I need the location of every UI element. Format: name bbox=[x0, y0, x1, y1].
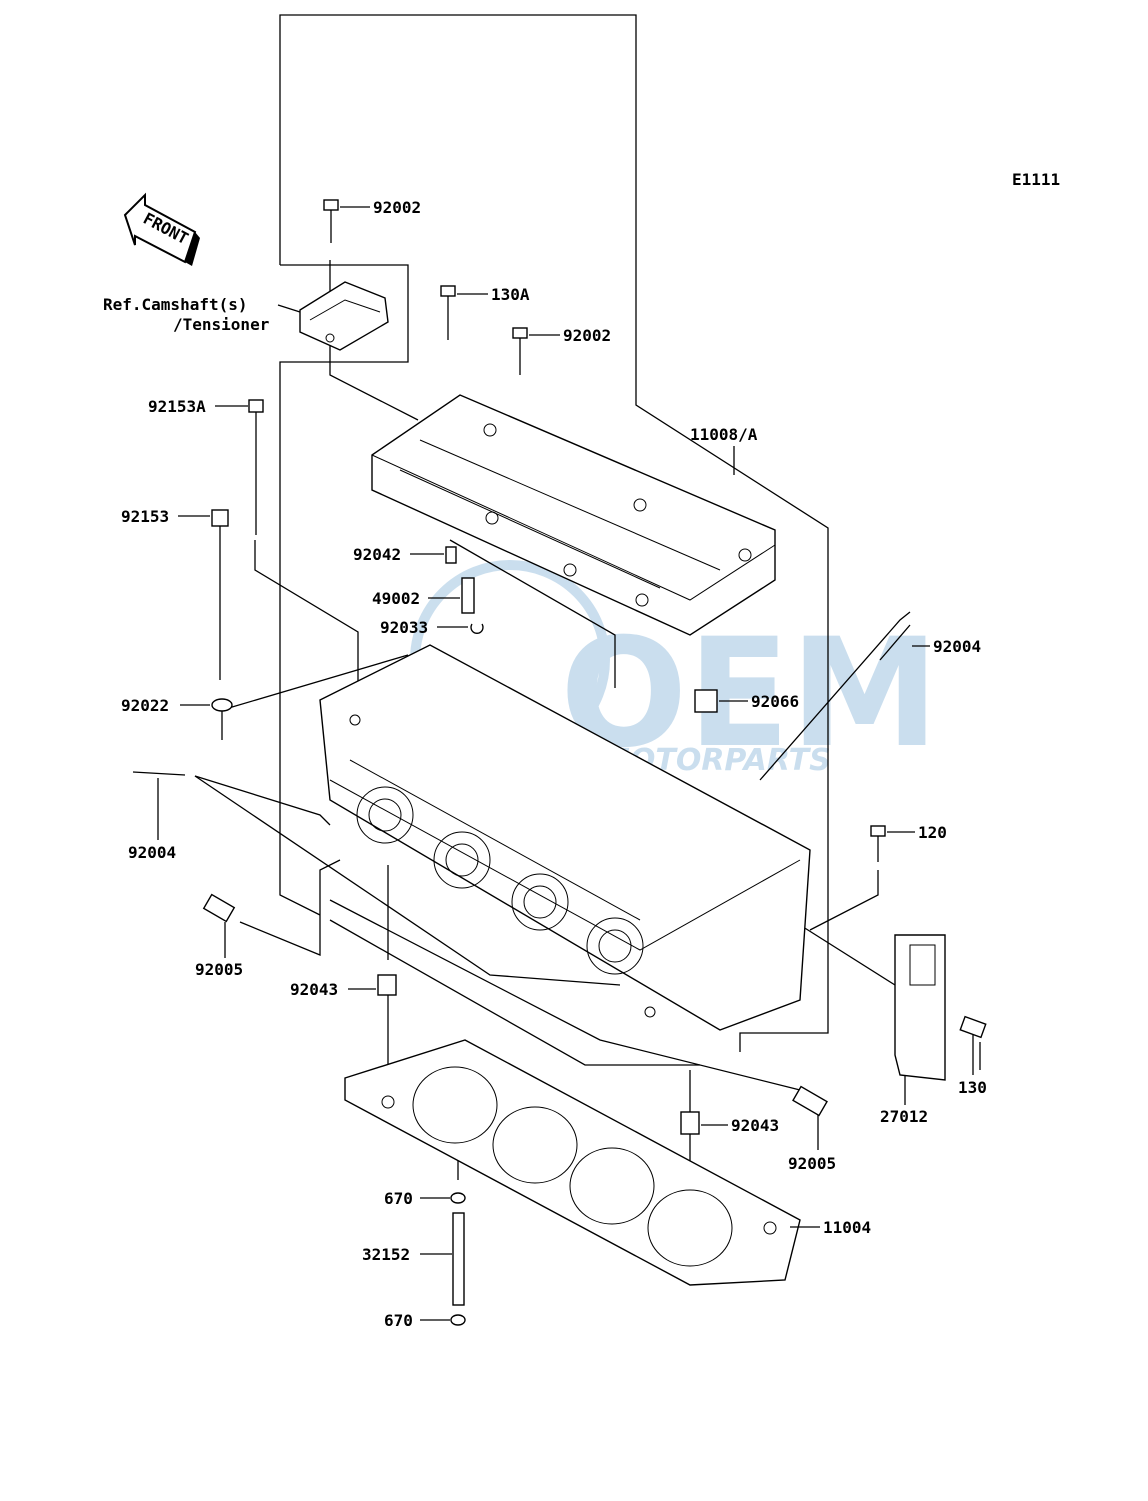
bolt-92002-top-icon bbox=[323, 199, 339, 243]
callout-92005-right: 92005 bbox=[788, 1154, 836, 1173]
callout-130: 130 bbox=[958, 1078, 987, 1097]
bolt-130A-icon bbox=[440, 285, 456, 340]
leader-lines bbox=[157, 206, 974, 1321]
cylinder-head bbox=[319, 644, 811, 1031]
fitting-92005-left-icon bbox=[202, 893, 236, 923]
callout-92043-right: 92043 bbox=[731, 1116, 779, 1135]
callout-92004-right: 92004 bbox=[933, 637, 981, 656]
dowel-92042-icon bbox=[445, 546, 457, 564]
clip-92033-icon bbox=[470, 623, 484, 634]
bracket-27012-icon bbox=[894, 934, 946, 1081]
callout-92066: 92066 bbox=[751, 692, 799, 711]
callout-11004: 11004 bbox=[823, 1218, 871, 1237]
dowel-92043-right-icon bbox=[680, 1111, 700, 1135]
callout-92153: 92153 bbox=[121, 507, 169, 526]
front-arrow-icon: FRONT bbox=[123, 192, 200, 266]
callout-32152: 32152 bbox=[362, 1245, 410, 1264]
ref-note-line2: /Tensioner bbox=[173, 315, 269, 334]
callout-92002-mid: 92002 bbox=[563, 326, 611, 345]
callout-27012: 27012 bbox=[880, 1107, 928, 1126]
stud-92004-right-icon bbox=[879, 624, 911, 661]
camshaft-cap-assembly bbox=[371, 394, 776, 636]
callout-670-bottom: 670 bbox=[384, 1311, 413, 1330]
bolt-130-icon bbox=[959, 1015, 987, 1039]
fasteners bbox=[132, 199, 987, 1326]
camshaft-tensioner-ref-part bbox=[299, 281, 389, 351]
bolt-120-icon bbox=[870, 825, 886, 862]
bolt-92153A-icon bbox=[248, 399, 264, 535]
callout-92033: 92033 bbox=[380, 618, 428, 637]
oring-670-bottom-icon bbox=[450, 1314, 466, 1326]
oring-670-top-icon bbox=[450, 1192, 466, 1204]
callout-92004-left: 92004 bbox=[128, 843, 176, 862]
callout-92022: 92022 bbox=[121, 696, 169, 715]
callout-11008A: 11008/A bbox=[690, 425, 758, 444]
ref-note-line1: Ref.Camshaft(s) bbox=[103, 295, 248, 314]
callout-92042: 92042 bbox=[353, 545, 401, 564]
dowel-92043-left-icon bbox=[377, 974, 397, 996]
callout-130A: 130A bbox=[491, 285, 530, 304]
callout-120: 120 bbox=[918, 823, 947, 842]
callout-92002-top: 92002 bbox=[373, 198, 421, 217]
part-callouts: 92002 130A 92002 92153A 11008/A 92153 92… bbox=[121, 198, 987, 1330]
callout-49002: 49002 bbox=[372, 589, 420, 608]
cylinder-head-gasket bbox=[344, 1039, 801, 1286]
callout-670-top: 670 bbox=[384, 1189, 413, 1208]
plug-92066-icon bbox=[694, 689, 718, 713]
lifter-49002-icon bbox=[461, 577, 475, 614]
diagram-code: E1111 bbox=[1012, 170, 1060, 189]
stud-92004-left-icon bbox=[132, 771, 186, 776]
callout-92005-left: 92005 bbox=[195, 960, 243, 979]
callout-92153A: 92153A bbox=[148, 397, 206, 416]
callout-92043-left: 92043 bbox=[290, 980, 338, 999]
fitting-92005-right-icon bbox=[792, 1085, 828, 1117]
bolt-92002-mid-icon bbox=[512, 327, 528, 375]
washer-92022-icon bbox=[211, 698, 233, 712]
pipe-32152-icon bbox=[452, 1212, 465, 1306]
bolt-92153-icon bbox=[211, 509, 229, 680]
